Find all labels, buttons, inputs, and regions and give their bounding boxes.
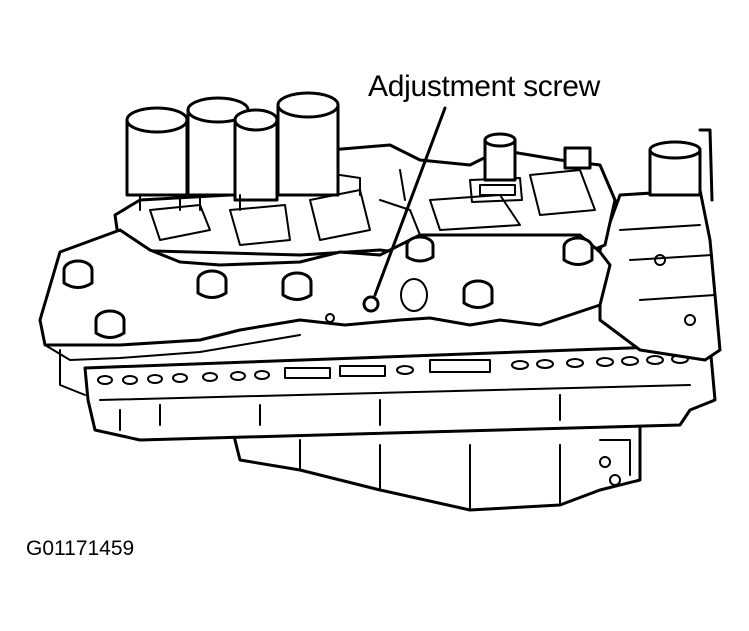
bolt — [462, 279, 494, 309]
bolt — [405, 235, 435, 263]
adjustment-screw — [362, 295, 380, 313]
plate-hole — [400, 278, 428, 312]
lower-housing — [228, 418, 642, 512]
callout-leader-line — [373, 106, 447, 297]
bolt — [562, 236, 594, 266]
right-valve-body — [598, 128, 722, 362]
front-plate — [38, 228, 612, 396]
separator-plate — [83, 343, 717, 442]
plate-hole — [325, 313, 335, 323]
bolt — [62, 259, 94, 289]
figure-id: G01171459 — [26, 537, 135, 560]
bolts — [62, 235, 594, 339]
bolt — [281, 271, 313, 301]
callout-label: Adjustment screw — [368, 70, 600, 103]
solenoids — [125, 91, 592, 211]
bolt — [196, 269, 228, 299]
bolt — [94, 309, 126, 339]
